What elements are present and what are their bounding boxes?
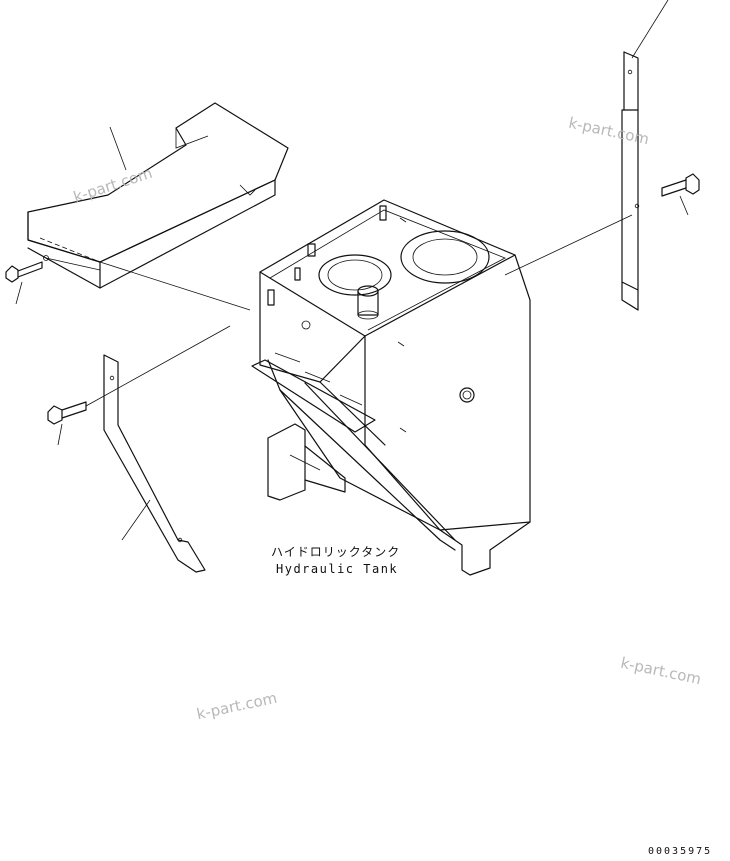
leader-bolt-left-top [15, 281, 23, 305]
bolt-left-top [5, 261, 43, 283]
bolt-right [661, 173, 700, 197]
left-bracket [103, 354, 206, 573]
part-name-japanese: ハイドロリックタンク [271, 545, 401, 559]
lower-bolt-center-line [85, 325, 231, 407]
leader-right-bracket [631, 0, 669, 59]
tank-to-right-bracket-line [504, 214, 633, 276]
part-name-english: Hydraulic Tank [276, 562, 399, 576]
cover-to-tank-line [99, 261, 251, 311]
top-cover-plate [27, 102, 289, 289]
right-bracket [621, 51, 640, 311]
bolt-left-lower [47, 401, 87, 425]
hydraulic-tank [251, 199, 531, 576]
cover-bolt-center-line [45, 257, 101, 271]
leader-left-bracket [121, 499, 151, 541]
drawing-number: 00035975 [648, 846, 713, 857]
leader-bolt-left-lower [57, 423, 63, 446]
leader-cover-plate [109, 126, 127, 171]
leader-bolt-right [679, 195, 689, 216]
